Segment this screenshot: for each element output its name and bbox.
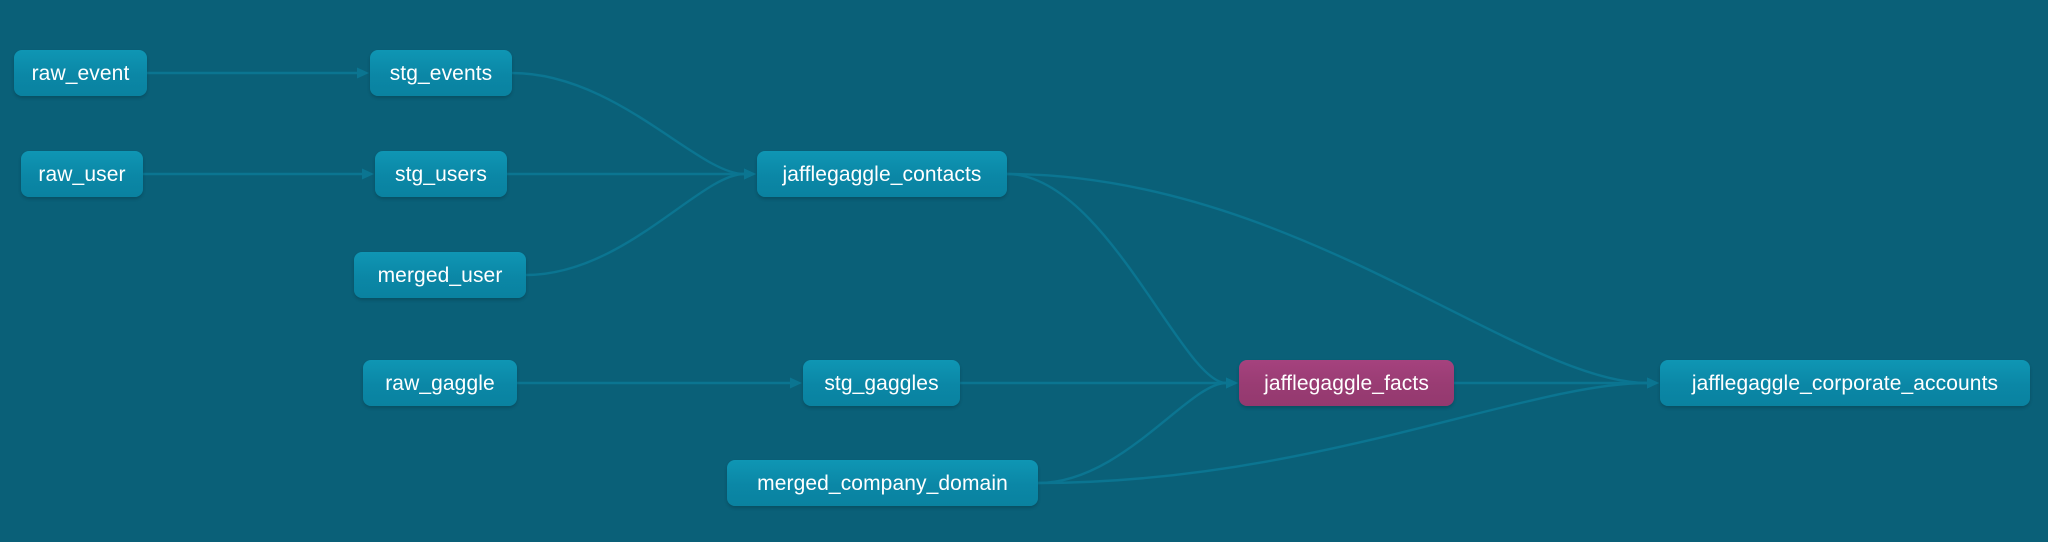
node-label: raw_event — [31, 61, 130, 85]
node-merged_company_domain[interactable]: merged_company_domain — [727, 460, 1038, 506]
edge-jafflegaggle_contacts-to-jafflegaggle_facts — [1006, 172, 1227, 385]
node-label: stg_users — [395, 162, 487, 186]
node-jafflegaggle_corporate_accounts[interactable]: jafflegaggle_corporate_accounts — [1660, 360, 2030, 406]
node-raw_event[interactable]: raw_event — [14, 50, 147, 96]
edge-merged_user-to-jafflegaggle_contacts — [525, 172, 745, 277]
edge-merged_company_domain-to-jafflegaggle_facts — [1037, 381, 1227, 485]
edge-jafflegaggle_contacts-to-jafflegaggle_corporate_accounts — [1006, 172, 1648, 385]
edge-arrowhead — [1647, 377, 1659, 389]
node-label: jafflegaggle_contacts — [782, 162, 982, 186]
node-label: merged_company_domain — [757, 471, 1008, 495]
edge-arrowhead — [744, 168, 756, 180]
edge-stg_events-to-jafflegaggle_contacts — [511, 71, 745, 176]
edge-arrowhead — [362, 168, 374, 180]
node-label: stg_events — [389, 61, 493, 85]
node-label: raw_user — [38, 162, 126, 186]
node-label: stg_gaggles — [824, 371, 939, 395]
node-label: jafflegaggle_corporate_accounts — [1691, 371, 1999, 395]
edge-arrowhead — [1226, 377, 1238, 389]
node-jafflegaggle_facts[interactable]: jafflegaggle_facts — [1239, 360, 1454, 406]
node-raw_user[interactable]: raw_user — [21, 151, 143, 197]
node-raw_gaggle[interactable]: raw_gaggle — [363, 360, 517, 406]
node-merged_user[interactable]: merged_user — [354, 252, 526, 298]
edge-arrowhead — [357, 67, 369, 79]
node-stg_events[interactable]: stg_events — [370, 50, 512, 96]
node-label: raw_gaggle — [385, 371, 495, 395]
node-label: merged_user — [377, 263, 503, 287]
node-stg_gaggles[interactable]: stg_gaggles — [803, 360, 960, 406]
edge-merged_company_domain-to-jafflegaggle_corporate_accounts — [1037, 381, 1648, 485]
node-jafflegaggle_contacts[interactable]: jafflegaggle_contacts — [757, 151, 1007, 197]
node-label: jafflegaggle_facts — [1264, 371, 1429, 395]
edge-arrowhead — [790, 377, 802, 389]
node-stg_users[interactable]: stg_users — [375, 151, 507, 197]
